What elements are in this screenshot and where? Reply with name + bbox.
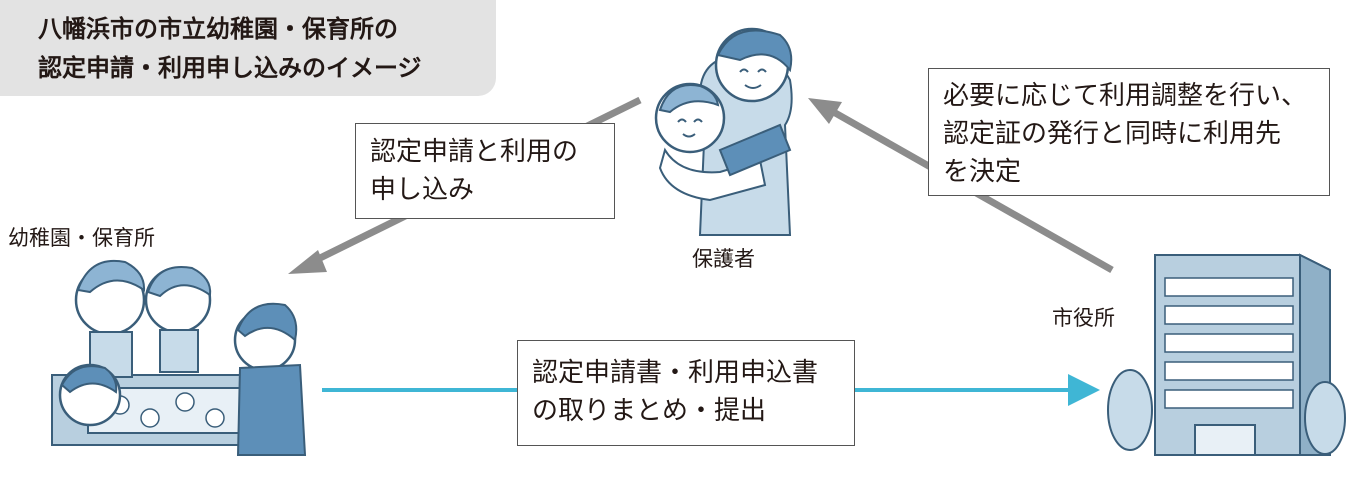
city-hall-label: 市役所	[1052, 306, 1115, 330]
callout-submission-line-2: の取りまとめ・提出	[532, 396, 767, 426]
callout-application: 認定申請と利用の 申し込み	[355, 123, 615, 219]
callout-submission: 認定申請書・利用申込書 の取りまとめ・提出	[517, 340, 855, 446]
children-with-teacher-illustration	[51, 259, 307, 456]
guardian-label: 保護者	[692, 247, 755, 271]
parent-with-baby-illustration	[654, 27, 793, 236]
callout-application-line-1: 認定申請と利用の	[370, 137, 579, 167]
title-line-1: 八幡浜市の市立幼稚園・保育所の	[38, 15, 398, 43]
title-box: 八幡浜市の市立幼稚園・保育所の 認定申請・利用申し込みのイメージ	[0, 0, 496, 96]
callout-application-line-2: 申し込み	[370, 175, 475, 205]
title-line-2: 認定申請・利用申し込みのイメージ	[38, 54, 422, 82]
callout-coordination: 必要に応じて利用調整を行い、 認定証の発行と同時に利用先 を決定	[928, 68, 1330, 196]
city-hall-building-illustration	[1107, 253, 1346, 456]
kindergarten-label: 幼稚園・保育所	[8, 226, 155, 250]
callout-coordination-line-3: を決定	[943, 157, 1022, 187]
callout-coordination-line-2: 認定証の発行と同時に利用先	[943, 119, 1282, 149]
callout-coordination-line-1: 必要に応じて利用調整を行い、	[943, 81, 1308, 111]
callout-submission-line-1: 認定申請書・利用申込書	[532, 358, 819, 388]
